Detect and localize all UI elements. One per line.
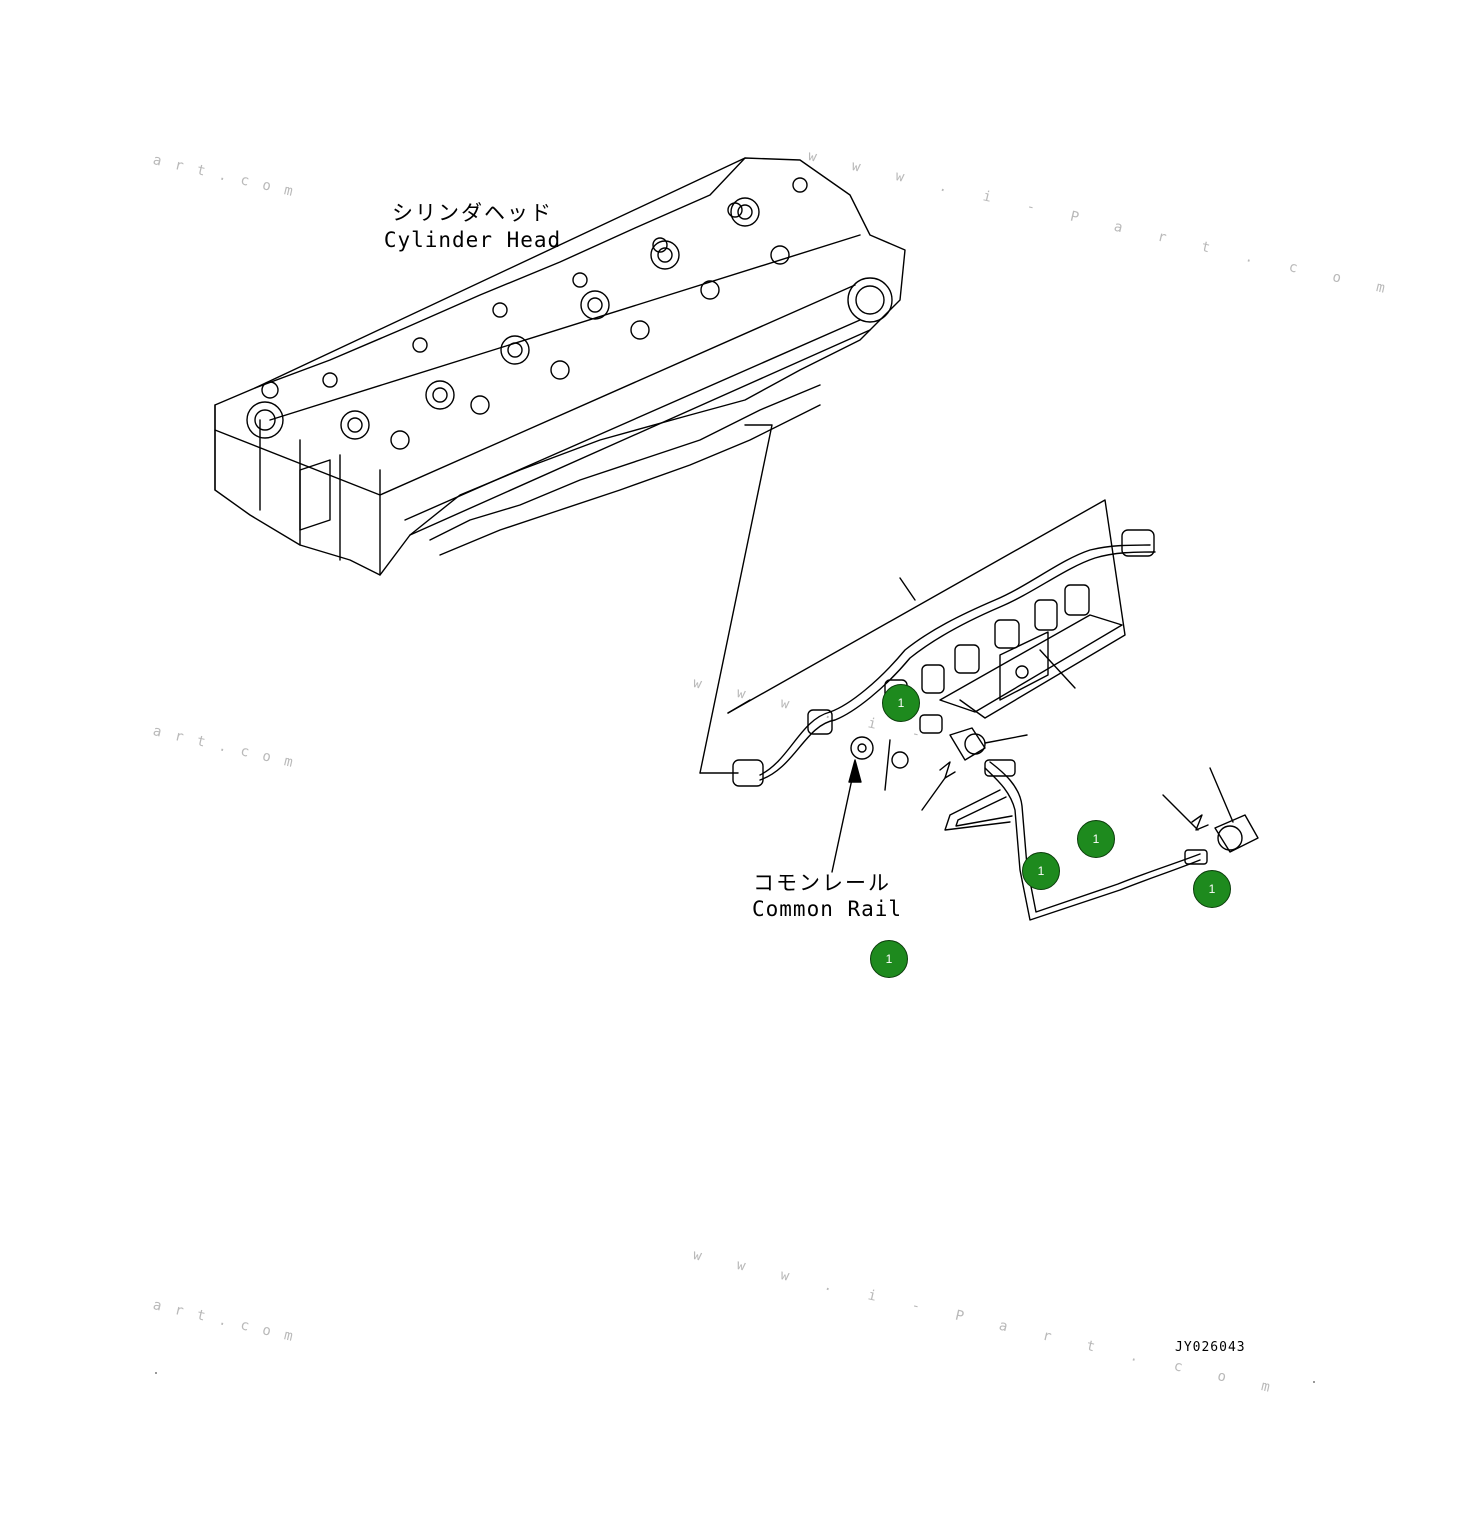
corner-mark <box>155 1372 157 1374</box>
cylinder-head-label-en: Cylinder Head <box>383 228 562 252</box>
common-rail-label-jp: コモンレール <box>753 871 891 895</box>
cylinder-head-label-jp: シリンダヘッド <box>392 201 553 225</box>
corner-mark <box>1313 1381 1315 1383</box>
part-callout[interactable]: 1 <box>1077 820 1115 858</box>
part-callout[interactable]: 1 <box>1022 852 1060 890</box>
common-rail-assembly <box>727 499 1156 787</box>
part-callout[interactable]: 1 <box>1193 870 1231 908</box>
cylinder-head-drawing <box>214 157 906 576</box>
common-rail-label-en: Common Rail <box>752 897 903 921</box>
injection-tube <box>944 759 1259 921</box>
drawing-id: JY026043 <box>1175 1340 1246 1355</box>
part-callout[interactable]: 1 <box>870 940 908 978</box>
leader-lines <box>699 424 1234 873</box>
part-callout[interactable]: 1 <box>882 684 920 722</box>
rail-connector <box>732 529 1155 787</box>
